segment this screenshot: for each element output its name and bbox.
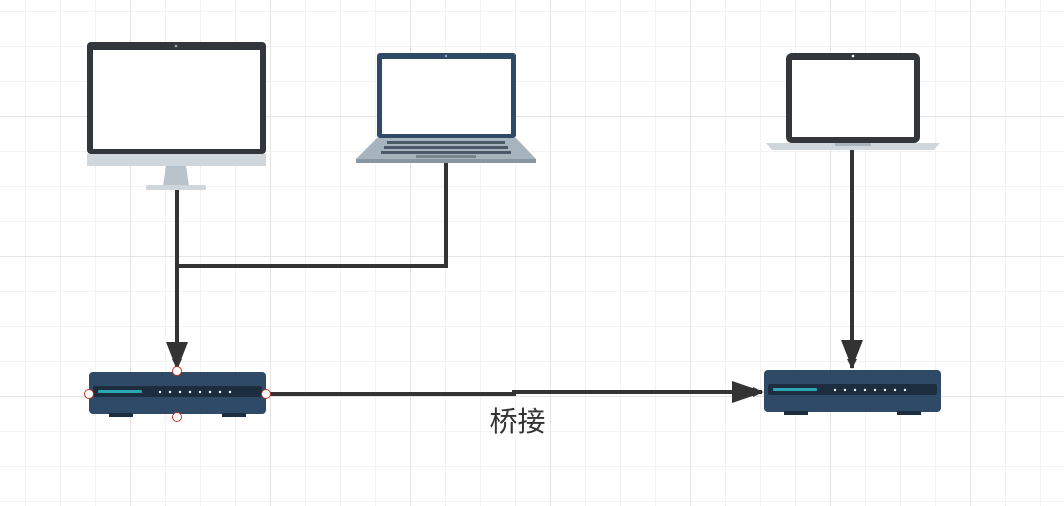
edge-laptop-to-junction (177, 163, 448, 268)
resize-handle-bottom (172, 412, 182, 422)
resize-handle-top (172, 366, 182, 376)
imac-icon[interactable] (87, 42, 266, 190)
bridge-edge-label[interactable]: 桥接 (489, 405, 546, 438)
connector-lines (172, 150, 857, 397)
resize-handle-right (261, 389, 271, 399)
selection-handles[interactable] (84, 366, 271, 422)
edge-bridge (266, 387, 763, 397)
network-switch-icon[interactable] (89, 372, 266, 417)
laptop-icon[interactable] (356, 53, 536, 163)
network-switch-icon[interactable] (764, 370, 941, 415)
resize-handle-left (84, 389, 94, 399)
laptop-icon[interactable] (766, 53, 940, 150)
arrowheads (166, 340, 863, 403)
